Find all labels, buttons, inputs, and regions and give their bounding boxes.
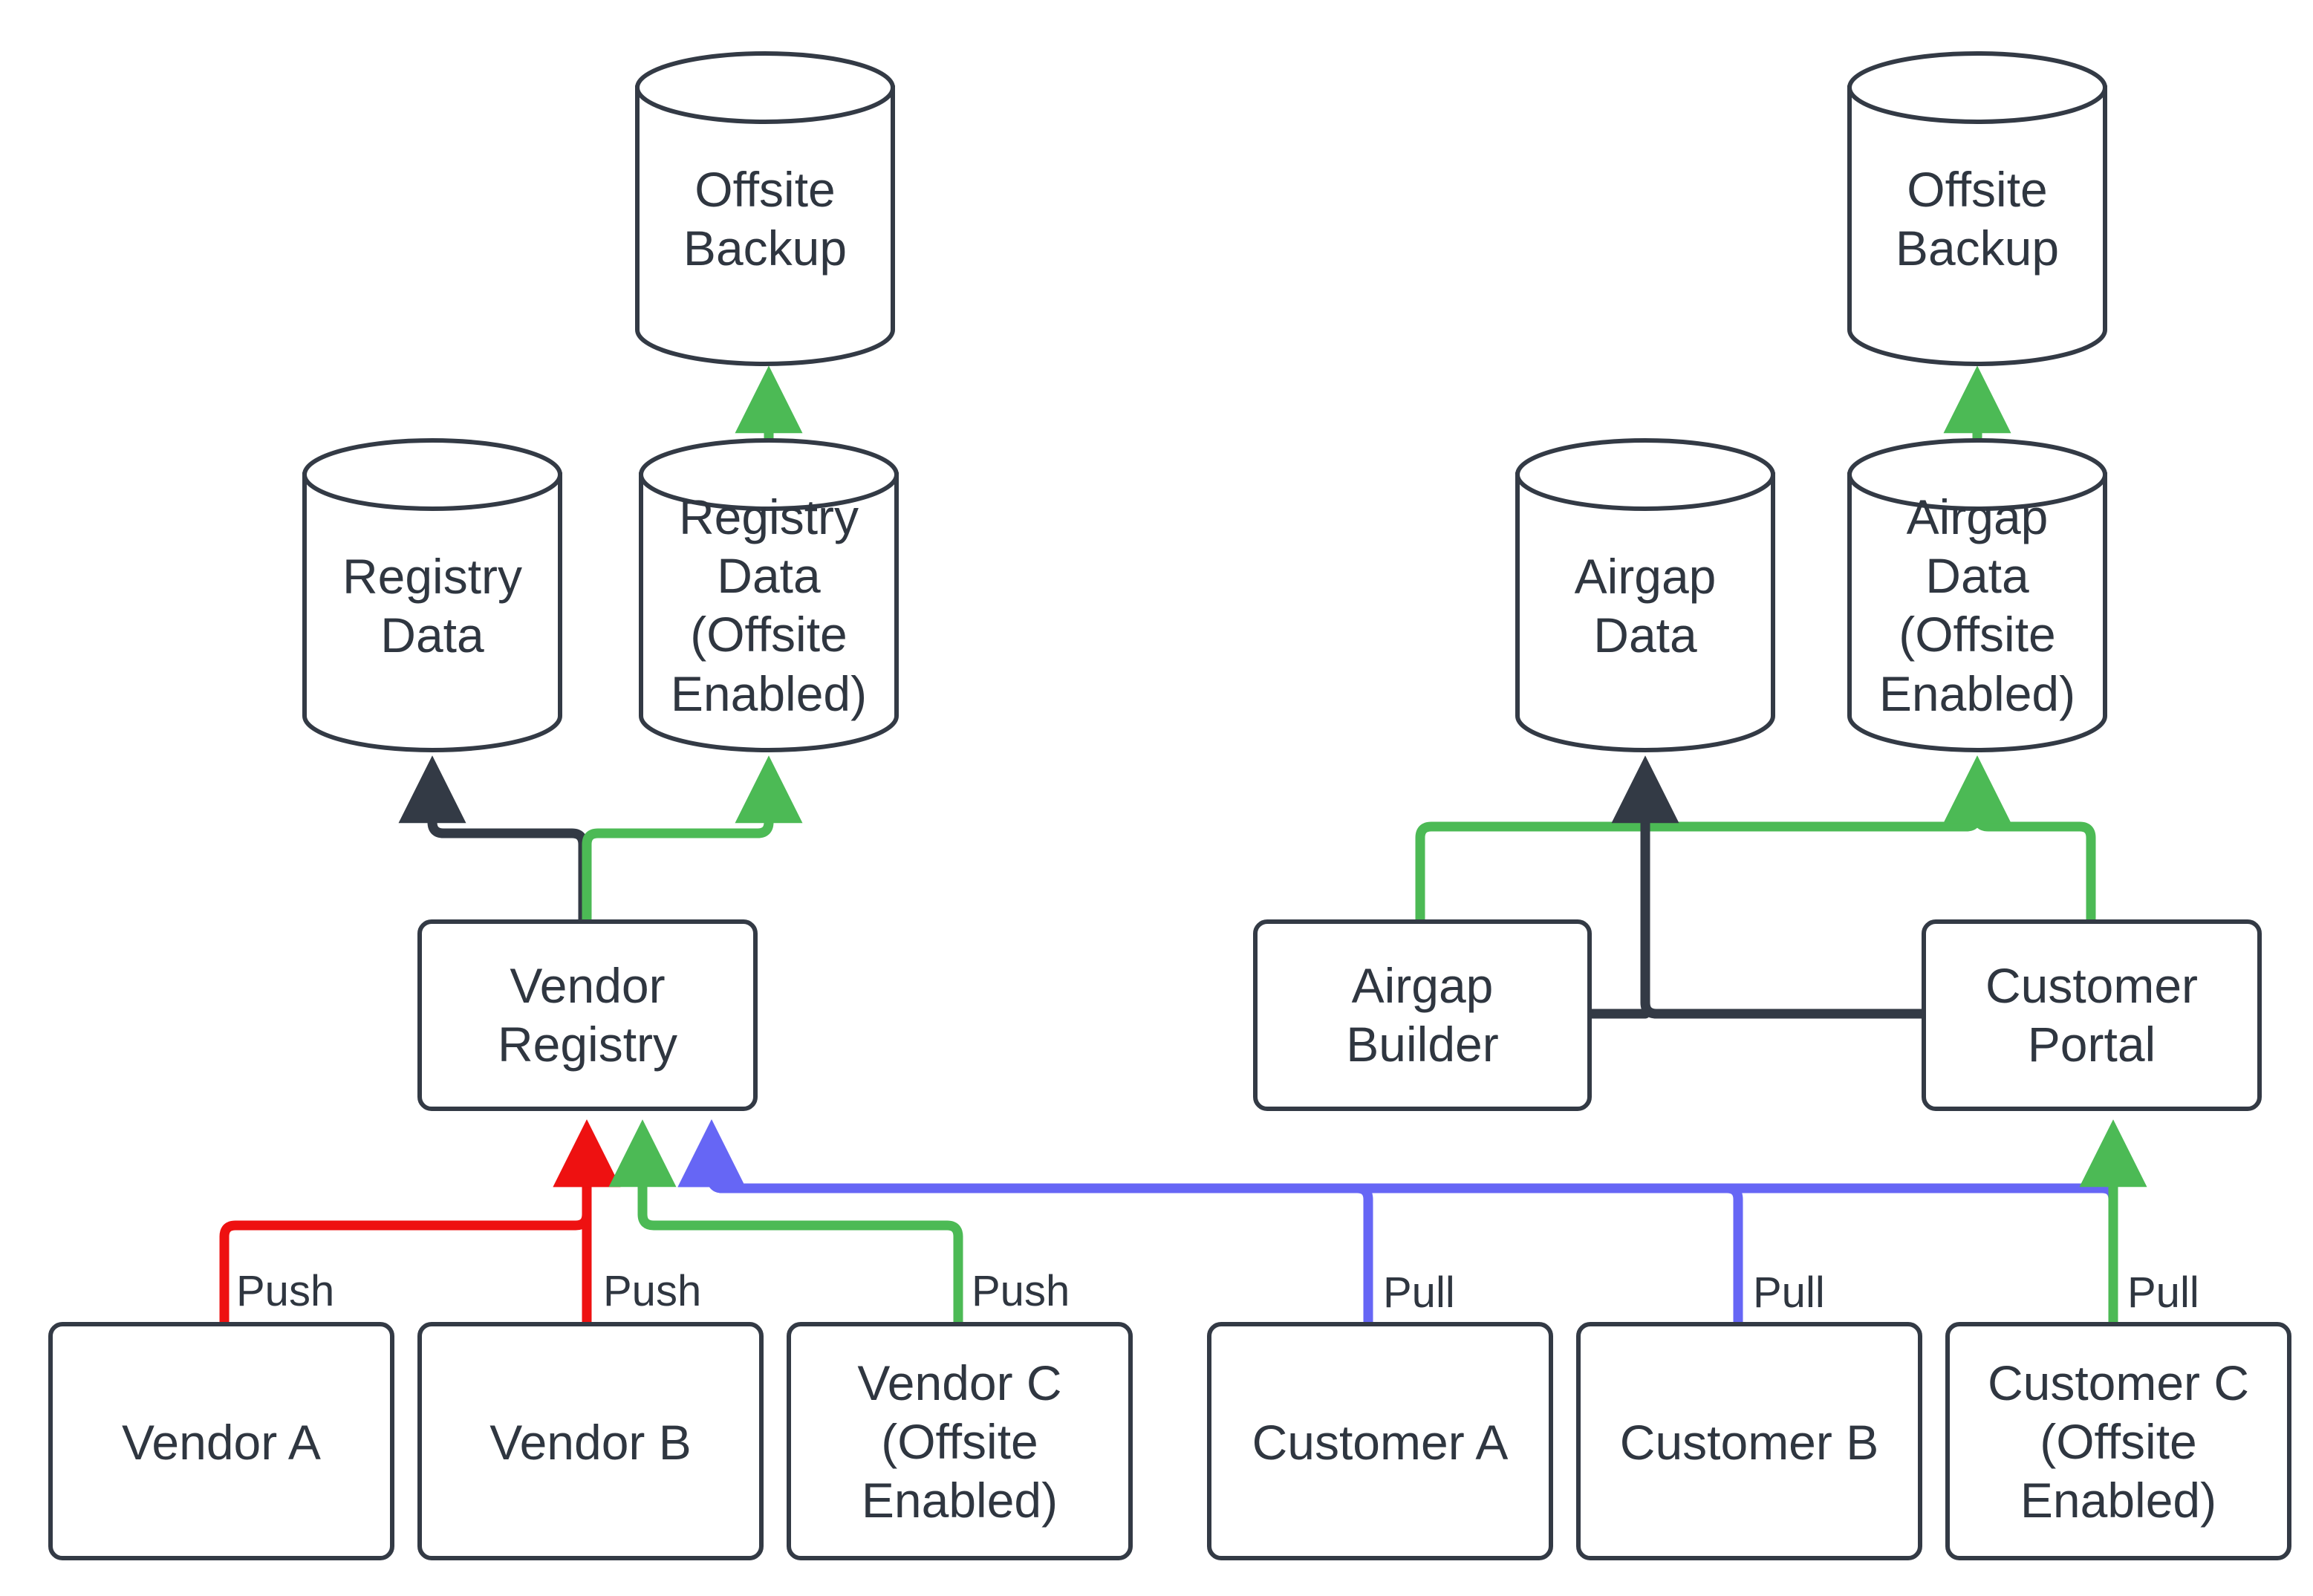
nodes-layer bbox=[48, 51, 2291, 1560]
node-offsite-backup-right[interactable] bbox=[1847, 51, 2107, 366]
edge-customer-portal-to-airgap-data-offsite bbox=[1943, 755, 2096, 925]
edge-label-pull-customer-b: Pull bbox=[1753, 1268, 1825, 1317]
edge-label-pull-customer-a: Pull bbox=[1383, 1268, 1455, 1317]
node-customer-b[interactable] bbox=[1576, 1322, 1922, 1560]
edge-label-push-vendor-b: Push bbox=[603, 1267, 702, 1315]
edge-vendor-c-push bbox=[608, 1119, 963, 1327]
edge-label-push-vendor-a: Push bbox=[236, 1267, 335, 1315]
edge-blue-trunk bbox=[677, 1119, 2109, 1193]
edge-customer-portal-to-airgap-data bbox=[1611, 755, 1928, 1019]
node-airgap-data-offsite[interactable] bbox=[1847, 438, 2107, 752]
node-customer-portal[interactable] bbox=[1922, 919, 2262, 1111]
node-vendor-c[interactable] bbox=[787, 1322, 1133, 1560]
node-vendor-b[interactable] bbox=[417, 1322, 764, 1560]
node-registry-data[interactable] bbox=[302, 438, 562, 752]
node-customer-a[interactable] bbox=[1207, 1322, 1553, 1560]
edge-label-pull-customer-c: Pull bbox=[2127, 1268, 2199, 1317]
node-vendor-a[interactable] bbox=[48, 1322, 394, 1560]
edge-vendor-registry-to-registry-data bbox=[398, 755, 588, 925]
edges-layer bbox=[219, 365, 2147, 1327]
edge-airgap-builder-to-airgap-data-offsite bbox=[1415, 755, 2011, 925]
node-airgap-data[interactable] bbox=[1515, 438, 1775, 752]
node-airgap-builder[interactable] bbox=[1253, 919, 1592, 1111]
node-offsite-backup-left[interactable] bbox=[635, 51, 895, 366]
node-registry-data-offsite[interactable] bbox=[639, 438, 899, 752]
edge-label-push-vendor-c: Push bbox=[972, 1267, 1070, 1315]
edge-vendor-registry-to-registry-data-offsite bbox=[582, 755, 803, 925]
node-customer-c[interactable] bbox=[1945, 1322, 2291, 1560]
node-vendor-registry[interactable] bbox=[417, 919, 758, 1111]
